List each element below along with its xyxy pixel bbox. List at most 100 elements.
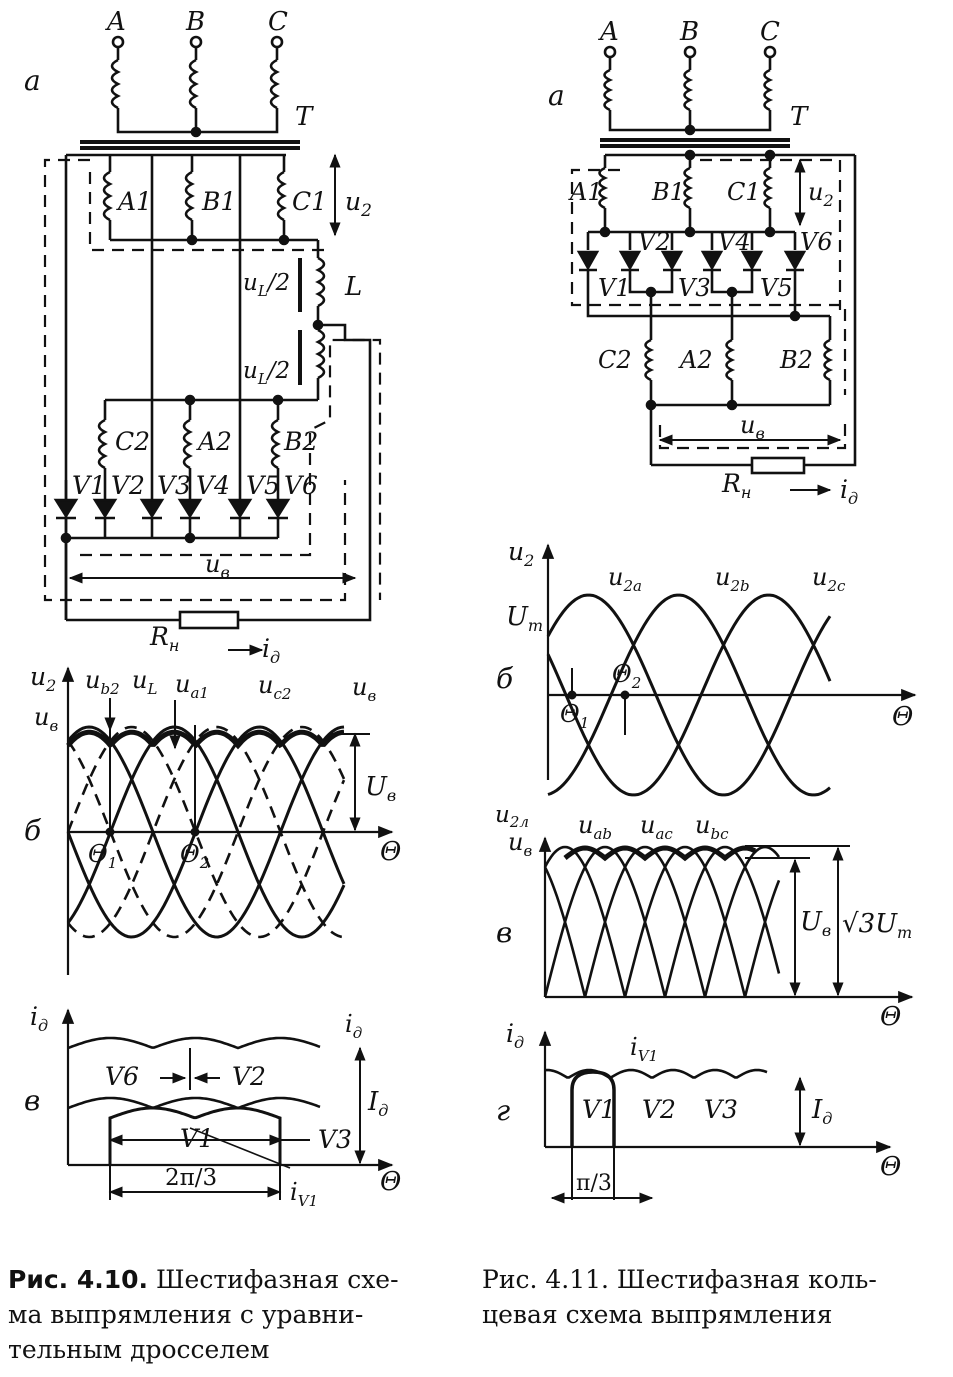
fig411-g-x-label: Θ bbox=[880, 1152, 901, 1182]
fig410-phase-a: A bbox=[105, 7, 126, 37]
figure-canvas: а A B C T A1 B1 C1 u2 L uL/2 uL/2 C2 A2 … bbox=[24, 7, 917, 1210]
fig410-b-ua1: ua1 bbox=[175, 670, 209, 702]
fig411-phase-a: A bbox=[598, 17, 619, 47]
fig410-diode-label-6: V6 bbox=[284, 471, 318, 500]
fig411-w-c1: C1 bbox=[727, 178, 761, 206]
fig411-lower-windings bbox=[644, 292, 834, 465]
fig410-b-uc2: uc2 bbox=[258, 671, 291, 703]
fig411-w-c2: C2 bbox=[598, 346, 632, 374]
fig410-inductor bbox=[298, 240, 347, 400]
fig410-diode-label-5: V5 bbox=[246, 471, 280, 500]
caption-fig-4-10-line3: тельным дросселем bbox=[8, 1335, 270, 1364]
fig411-g-id-ripple bbox=[544, 1068, 768, 1079]
caption-fig-4-10: Рис. 4.10. Шестифазная схе- ма выпрямлен… bbox=[8, 1262, 448, 1367]
caption-fig-4-11-line1: Рис. 4.11. Шестифазная коль- bbox=[482, 1265, 877, 1294]
fig410-graph-b bbox=[61, 666, 394, 975]
fig411-g-Id: Iд bbox=[811, 1095, 832, 1128]
fig411-rn: Rн bbox=[721, 469, 751, 502]
fig410-w-c2: C2 bbox=[115, 427, 150, 456]
fig411-diode-bot-2: V3 bbox=[678, 274, 711, 302]
fig411-g-V3: V3 bbox=[704, 1095, 738, 1124]
fig410-diode-5 bbox=[227, 498, 253, 538]
fig410-v-V1: V1 bbox=[180, 1124, 214, 1153]
fig411-sub-v: в bbox=[496, 916, 512, 949]
fig410-phase-b: B bbox=[185, 7, 205, 37]
caption-fig-4-10-line2: ма выпрямления с уравни- bbox=[8, 1300, 364, 1329]
fig411-g-period: π/3 bbox=[576, 1171, 612, 1196]
fig411-v-uac: uac bbox=[640, 811, 673, 843]
fig410-diode-label-4: V4 bbox=[196, 471, 230, 500]
fig410-b-x-label: Θ bbox=[380, 837, 401, 867]
fig410-v-id-ripple bbox=[67, 1036, 321, 1050]
fig411-diode-bot-3: V5 bbox=[760, 274, 793, 302]
fig410-b-uv-right: uв bbox=[352, 673, 376, 705]
fig411-v-envelope bbox=[563, 845, 757, 862]
fig410-graph-v bbox=[61, 1008, 394, 1200]
fig411-b-u2b: u2b bbox=[715, 563, 750, 595]
fig411-b-u2a: u2a bbox=[608, 563, 642, 595]
fig411-b-x-label: Θ bbox=[892, 702, 913, 732]
fig410-rn: Rн bbox=[149, 622, 179, 655]
fig411-b-u2c: u2c bbox=[812, 563, 846, 595]
fig411-g-y-label: iд bbox=[506, 1019, 524, 1052]
fig410-v-lower-ripple bbox=[67, 1096, 321, 1110]
caption-fig-4-10-line1: Шестифазная схе- bbox=[148, 1265, 399, 1294]
fig410-w-b2: B2 bbox=[283, 427, 318, 456]
fig411-g-iv1: iV1 bbox=[630, 1033, 658, 1065]
fig411-g-V2: V2 bbox=[642, 1095, 676, 1124]
fig411-secondary bbox=[588, 149, 857, 455]
fig411-v-sqrt3: √3Um bbox=[842, 909, 912, 942]
fig411-v-uv: uв bbox=[508, 828, 532, 860]
fig410-id: iд bbox=[262, 634, 280, 667]
fig410-load bbox=[64, 332, 372, 630]
fig411-g-V1: V1 bbox=[582, 1095, 616, 1124]
fig411-phase-b: B bbox=[679, 17, 699, 47]
fig410-b-ub2: ub2 bbox=[85, 666, 120, 698]
fig410-diode-4 bbox=[177, 498, 203, 538]
fig411-diode-bot-1: V1 bbox=[598, 274, 631, 302]
fig410-b-ul: uL bbox=[132, 666, 157, 698]
fig410-w-c1: C1 bbox=[292, 187, 327, 216]
fig410-sub-a: а bbox=[24, 64, 41, 97]
fig411-v-Uv: Uв bbox=[800, 907, 831, 940]
fig410-b-theta2: Θ2 bbox=[180, 840, 209, 872]
fig411-w-a1: A1 bbox=[568, 178, 603, 206]
fig410-v-V6: V6 bbox=[105, 1062, 139, 1091]
fig411-w-a2: A2 bbox=[678, 346, 713, 374]
caption-fig-4-11: Рис. 4.11. Шестифазная коль- цевая схема… bbox=[482, 1262, 947, 1332]
fig411-load bbox=[651, 455, 857, 475]
fig410-v-V2: V2 bbox=[232, 1062, 266, 1091]
fig410-w-b1: B1 bbox=[201, 187, 236, 216]
fig410-sub-v: в bbox=[24, 1084, 40, 1117]
fig410-transformer: T bbox=[295, 102, 314, 132]
fig411-w-b1: B1 bbox=[651, 178, 685, 206]
fig410-diodes bbox=[53, 480, 291, 544]
fig411-v-uab: uab bbox=[578, 811, 612, 843]
fig411-uv: uв bbox=[740, 411, 765, 443]
fig411-v-x-label: Θ bbox=[880, 1002, 901, 1032]
fig410-v-iv1-pulse bbox=[108, 1106, 282, 1165]
fig411-diode-top-2: V4 bbox=[718, 228, 751, 256]
fig410-uv: uв bbox=[205, 550, 230, 582]
fig410-v-id: iд bbox=[345, 1010, 362, 1042]
fig411-u2: u2 bbox=[808, 178, 834, 210]
fig410-w-a2: A2 bbox=[196, 427, 232, 456]
fig411-transformer: T bbox=[790, 102, 809, 132]
fig411-v-y-label: u2л bbox=[495, 802, 529, 831]
fig411-graph-b bbox=[541, 543, 917, 797]
fig410-secondary-windings bbox=[64, 153, 318, 620]
fig410-b-uv-envelope bbox=[66, 729, 345, 750]
caption-fig-4-10-number: Рис. 4.10. bbox=[8, 1265, 149, 1294]
fig411-b-y-label: u2 bbox=[508, 537, 534, 570]
fig410-inductor-label: L bbox=[344, 272, 362, 302]
fig410-diode-3 bbox=[139, 498, 165, 538]
fig410-b-solid-curves bbox=[66, 725, 346, 939]
fig411-diode-top-3: V6 bbox=[800, 228, 833, 256]
fig410-circuit bbox=[43, 35, 382, 656]
fig410-v-Id: Iд bbox=[367, 1087, 388, 1120]
caption-fig-4-11-line2: цевая схема выпрямления bbox=[482, 1300, 833, 1329]
fig410-v-period: 2π/3 bbox=[165, 1165, 217, 1191]
fig410-w-a1: A1 bbox=[116, 187, 152, 216]
fig410-ul2-bot: uL/2 bbox=[243, 358, 290, 388]
fig410-primary-windings bbox=[110, 35, 284, 138]
